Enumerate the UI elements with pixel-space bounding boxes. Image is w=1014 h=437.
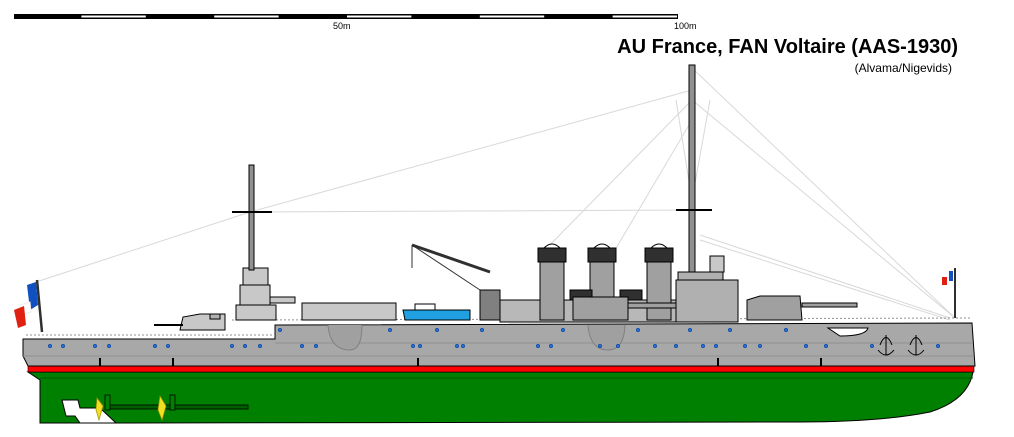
porthole <box>410 343 416 349</box>
main-mast-bridge <box>675 64 739 323</box>
bow-boat <box>826 327 869 337</box>
french-ensign-flag <box>14 282 38 328</box>
porthole <box>92 343 98 349</box>
propeller-shafts <box>104 394 249 411</box>
porthole <box>60 343 66 349</box>
ensign-staff <box>35 279 44 333</box>
porthole <box>597 343 603 349</box>
hull-strakes <box>99 358 822 366</box>
porthole <box>869 343 875 349</box>
porthole <box>742 343 748 349</box>
rudder <box>61 399 118 424</box>
boot-stripe <box>27 365 975 373</box>
porthole <box>417 343 423 349</box>
midship-turret <box>572 296 684 321</box>
propeller-icon <box>95 394 167 422</box>
porthole <box>823 343 829 349</box>
porthole <box>434 327 440 333</box>
scale-bar-segment <box>612 15 677 18</box>
porthole <box>242 343 248 349</box>
porthole <box>106 343 112 349</box>
porthole <box>454 343 460 349</box>
porthole <box>935 343 941 349</box>
scale-label-100m: 100m <box>674 21 697 31</box>
porthole <box>535 343 541 349</box>
porthole <box>615 343 621 349</box>
underwater-hull <box>26 371 974 424</box>
scale-bar-segment <box>81 15 146 18</box>
rigging <box>35 67 956 321</box>
scale-bar-segment <box>347 15 412 18</box>
porthole <box>257 343 263 349</box>
porthole <box>548 343 554 349</box>
porthole <box>229 343 235 349</box>
porthole <box>635 327 641 333</box>
porthole <box>299 343 305 349</box>
porthole <box>652 343 658 349</box>
porthole <box>713 343 719 349</box>
aft-turret <box>154 313 226 331</box>
porthole <box>47 343 53 349</box>
forward-turret <box>746 295 858 321</box>
porthole <box>783 327 789 333</box>
boat-crane <box>411 243 501 321</box>
ships-boat <box>402 309 471 321</box>
drawing-credit: (Alvama/Nigevids) <box>855 61 952 75</box>
porthole <box>757 343 763 349</box>
porthole <box>560 327 566 333</box>
porthole <box>460 343 466 349</box>
scale-bar-segment <box>214 15 279 18</box>
scale-bar-segment <box>479 15 545 18</box>
fore-superstructure <box>232 164 397 321</box>
porthole <box>727 327 733 333</box>
drawing-title: AU France, FAN Voltaire (AAS-1930) <box>617 36 958 58</box>
scale-bar <box>14 14 678 19</box>
porthole <box>277 327 283 333</box>
porthole <box>152 343 158 349</box>
porthole <box>387 327 393 333</box>
porthole <box>479 327 485 333</box>
porthole <box>700 343 706 349</box>
porthole <box>165 343 171 349</box>
porthole <box>803 343 809 349</box>
scale-label-50m: 50m <box>333 21 351 31</box>
porthole <box>313 343 319 349</box>
hull <box>22 322 976 367</box>
porthole <box>673 343 679 349</box>
anchor-icon <box>877 335 925 356</box>
porthole <box>687 327 693 333</box>
french-jack-flag <box>942 271 953 285</box>
